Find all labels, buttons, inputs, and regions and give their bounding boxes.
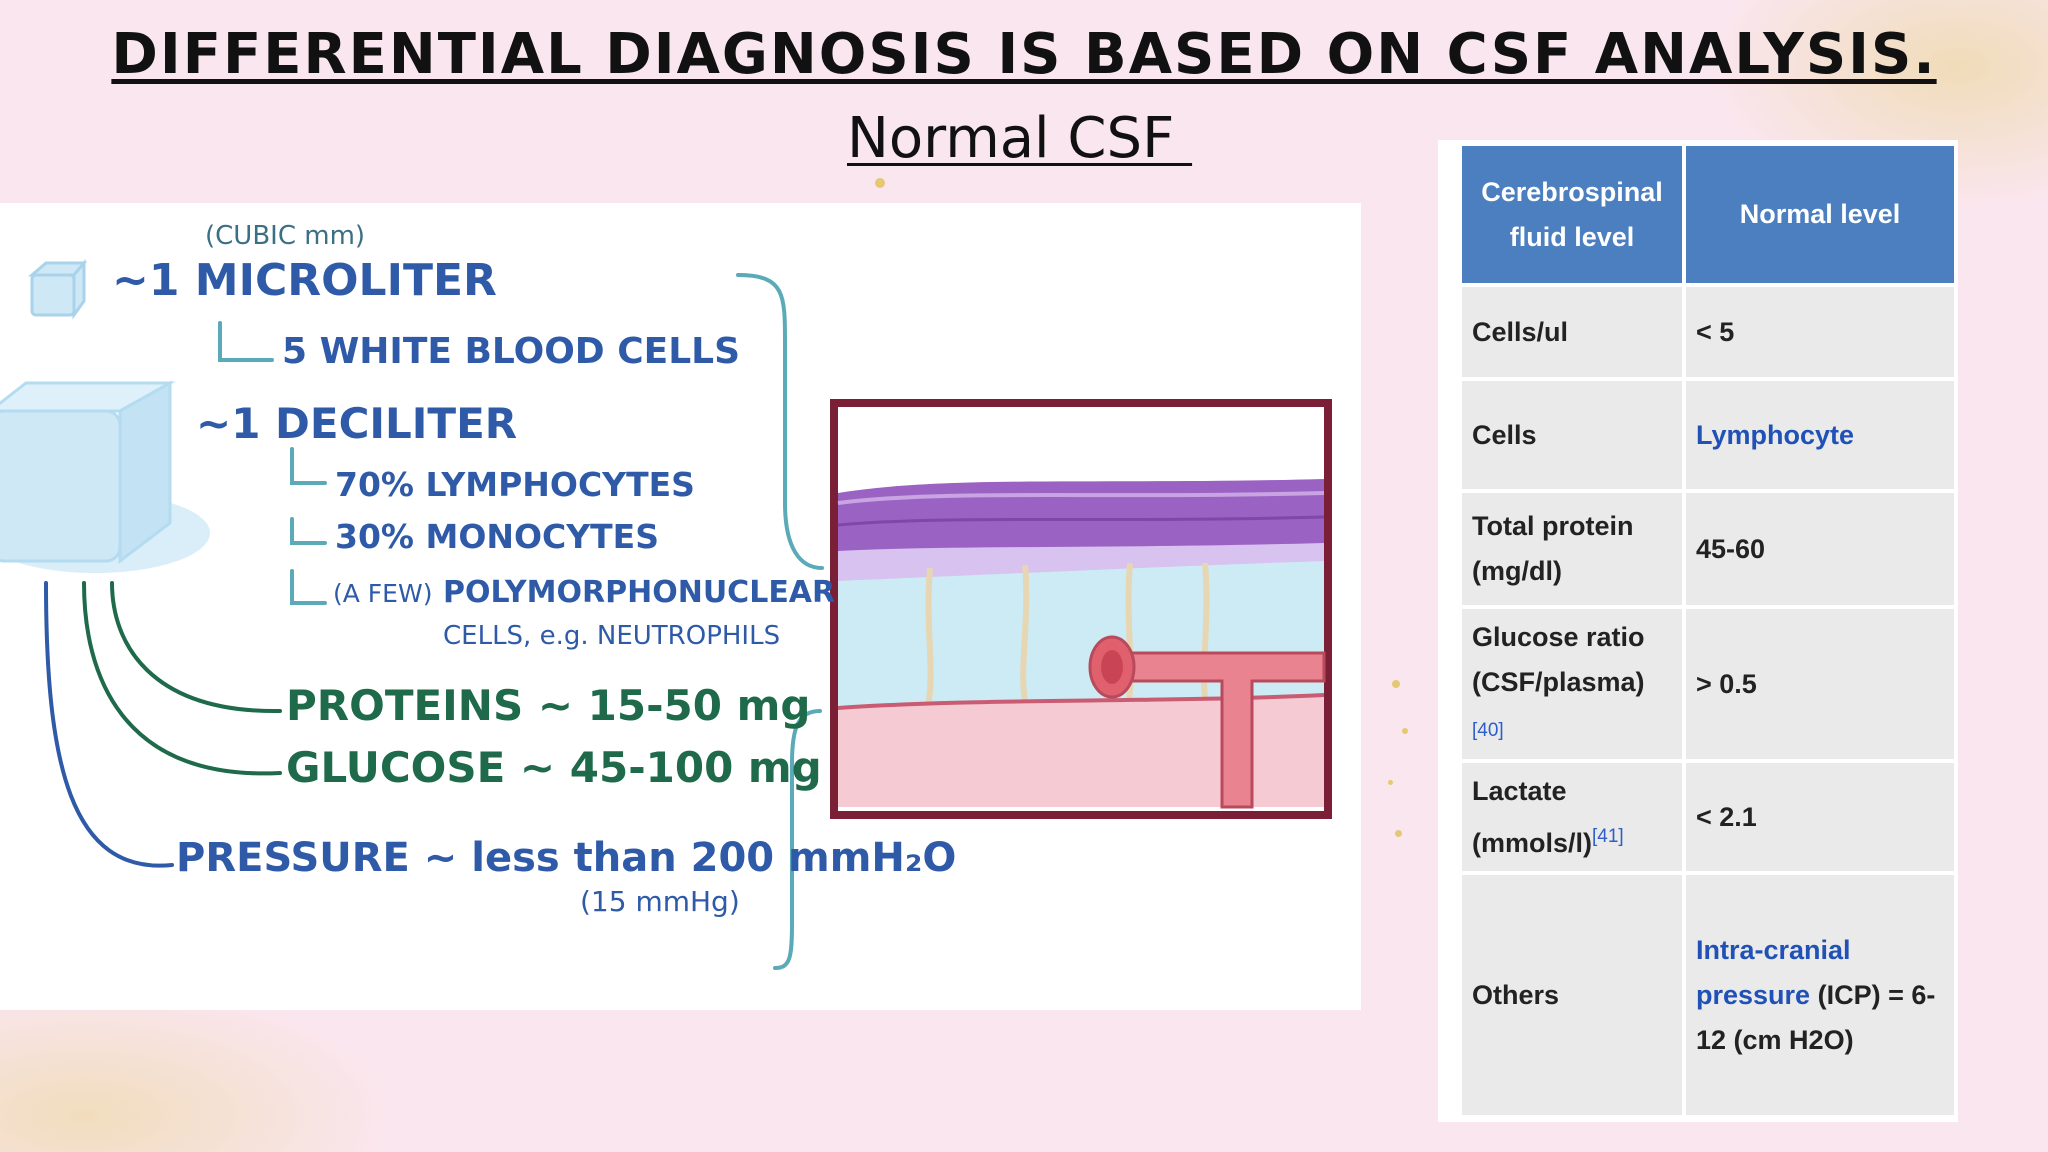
glucose-label: GLUCOSE ~ 45-100 mg: [286, 743, 822, 792]
pressure-label: PRESSURE ~ less than 200 mmH₂O: [176, 835, 957, 881]
lymphocytes-label: 70% LYMPHOCYTES: [335, 465, 695, 504]
cubic-mm-note: (CUBIC mm): [205, 221, 366, 251]
gold-speck: [1402, 728, 1408, 734]
lymphocyte-link[interactable]: Lymphocyte: [1696, 419, 1855, 450]
reference-link-40[interactable]: [40]: [1472, 720, 1504, 741]
pmn-a-few-label: (A FEW): [333, 579, 433, 608]
meninges-diagram: [830, 399, 1332, 819]
table-row: Others Intra-cranial pressure (ICP) = 6-…: [1462, 875, 1954, 1115]
table-row: Lactate (mmols/l)[41] < 2.1: [1462, 763, 1954, 871]
monocytes-label: 30% MONOCYTES: [335, 517, 659, 556]
row-value-lactate: < 2.1: [1686, 763, 1954, 871]
pmn-label-line1: POLYMORPHONUCLEAR: [443, 575, 836, 610]
row-label-others: Others: [1462, 875, 1682, 1115]
page-subtitle: Normal CSF: [847, 106, 1193, 171]
row-value-total-protein: 45-60: [1686, 493, 1954, 605]
row-value-cells: Lymphocyte: [1686, 381, 1954, 489]
large-cube-icon: [0, 380, 210, 573]
pmn-label-line2: CELLS, e.g. NEUTROPHILS: [443, 621, 781, 651]
glucose-ratio-text: Glucose ratio (CSF/plasma): [1472, 622, 1645, 697]
column-header-normal-level: Normal level: [1686, 146, 1954, 283]
row-value-others: Intra-cranial pressure (ICP) = 6-12 (cm …: [1686, 875, 1954, 1115]
gold-speck: [875, 178, 885, 188]
csf-illustration-panel: (CUBIC mm) ~1 MICROLITER 5 WHITE BLOOD C…: [0, 203, 1361, 1010]
page-title: DIFFERENTIAL DIAGNOSIS IS BASED ON CSF A…: [111, 22, 1937, 87]
deciliter-label: ~1 DECILITER: [196, 399, 518, 448]
row-label-lactate: Lactate (mmols/l)[41]: [1462, 763, 1682, 871]
gold-speck: [1392, 680, 1400, 688]
icp-value-text: (ICP) = 6-12 (cm H2O): [1696, 979, 1936, 1055]
row-label-total-protein: Total protein (mg/dl): [1462, 493, 1682, 605]
table-row: Cells Lymphocyte: [1462, 381, 1954, 489]
reference-link-41[interactable]: [41]: [1592, 825, 1624, 847]
table-row: Cells/ul < 5: [1462, 287, 1954, 377]
intra-cranial-pressure-link[interactable]: Intra-cranial pressure: [1696, 934, 1851, 1010]
proteins-label: PROTEINS ~ 15-50 mg: [286, 681, 811, 730]
table-row: Glucose ratio (CSF/plasma) [40] > 0.5: [1462, 609, 1954, 759]
gold-speck: [1395, 830, 1402, 837]
lactate-text: Lactate (mmols/l): [1472, 775, 1593, 858]
pressure-mmhg-label: (15 mmHg): [580, 885, 740, 918]
table-row: Total protein (mg/dl) 45-60: [1462, 493, 1954, 605]
wbc-label: 5 WHITE BLOOD CELLS: [282, 331, 741, 372]
connector-lines: [44, 273, 824, 970]
table-header-row: Cerebrospinal fluid level Normal level: [1462, 146, 1954, 283]
row-label-cells: Cells: [1462, 381, 1682, 489]
microliter-label: ~1 MICROLITER: [112, 255, 497, 306]
small-cube-icon: [27, 258, 88, 320]
row-value-cells-ul: < 5: [1686, 287, 1954, 377]
gold-speck: [1388, 780, 1393, 785]
csf-illustration: [0, 258, 1332, 970]
csf-normal-values-table: Cerebrospinal fluid level Normal level C…: [1458, 142, 1958, 1119]
column-header-csf-level: Cerebrospinal fluid level: [1462, 146, 1682, 283]
row-value-glucose-ratio: > 0.5: [1686, 609, 1954, 759]
row-label-glucose-ratio: Glucose ratio (CSF/plasma) [40]: [1462, 609, 1682, 759]
row-label-cells-ul: Cells/ul: [1462, 287, 1682, 377]
csf-table-container: Cerebrospinal fluid level Normal level C…: [1438, 140, 1958, 1122]
